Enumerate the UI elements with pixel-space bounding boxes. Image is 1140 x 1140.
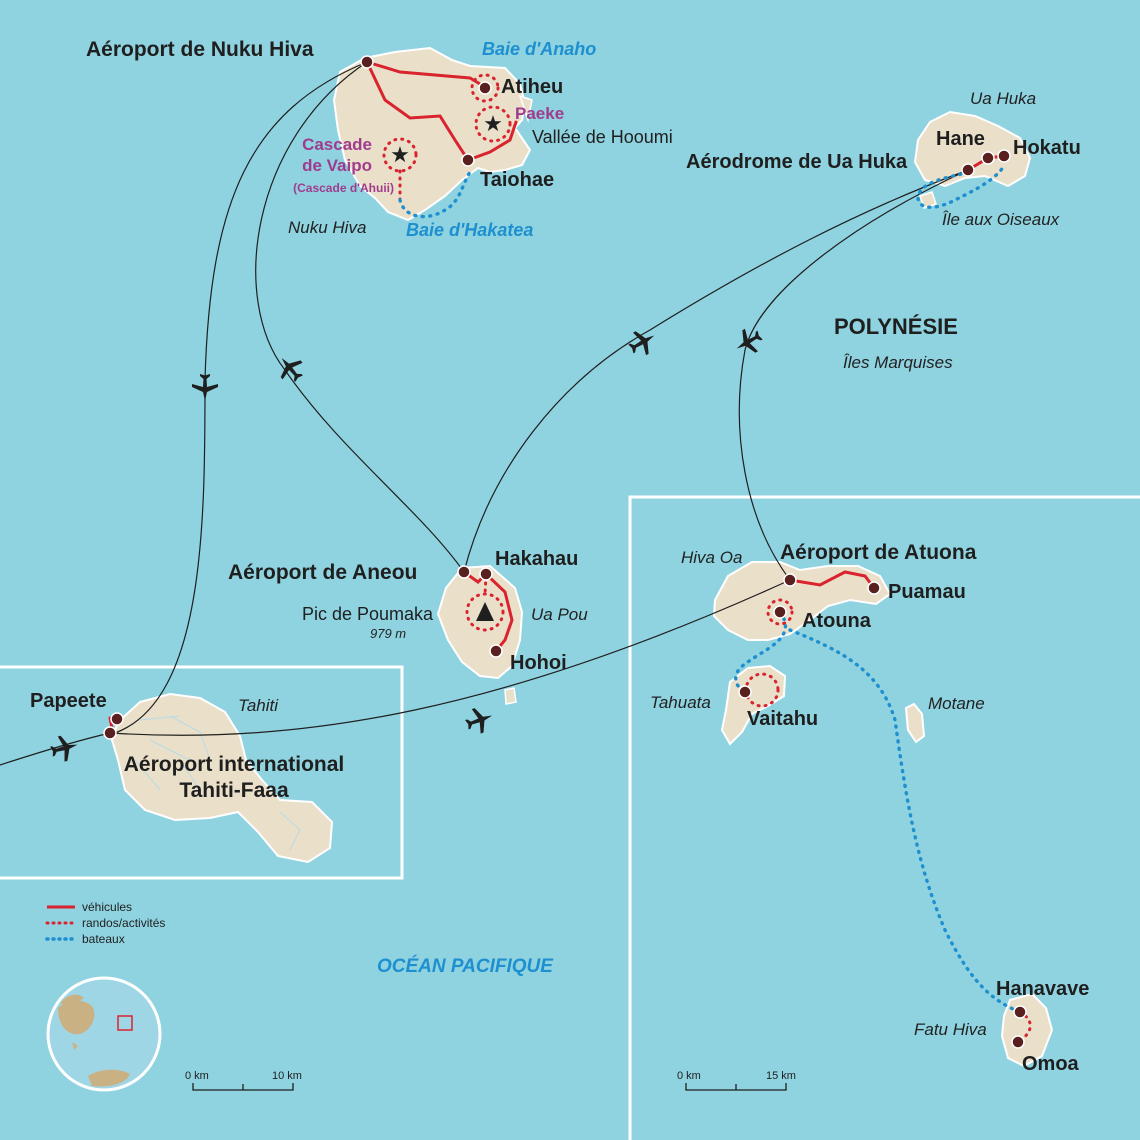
marker-puamau <box>867 581 881 595</box>
scale-right-end: 15 km <box>766 1070 796 1082</box>
label-hokatu: Hokatu <box>1013 137 1081 159</box>
label-hiva-oa: Hiva Oa <box>681 548 742 567</box>
marker-hohoi <box>489 644 503 658</box>
label-omoa: Omoa <box>1022 1053 1080 1075</box>
label-vaitahu: Vaitahu <box>747 708 818 730</box>
ua-huka-island <box>913 110 1032 209</box>
tahiti-inset-frame <box>0 665 404 880</box>
label-ocean: OCÉAN PACIFIQUE <box>377 955 554 977</box>
label-puamau: Puamau <box>888 581 966 603</box>
label-ua-huka-airport: Aérodrome de Ua Huka <box>686 151 908 173</box>
label-atiheu: Atiheu <box>501 76 563 98</box>
label-hakatea-bay: Baie d'Hakatea <box>406 220 533 240</box>
label-anaho-bay: Baie d'Anaho <box>482 39 596 59</box>
label-cascade-note: (Cascade d'Ahuii) <box>293 181 394 195</box>
label-fatu-hiva: Fatu Hiva <box>914 1020 987 1039</box>
scale-right-zero: 0 km <box>677 1070 701 1082</box>
label-tahuata: Tahuata <box>650 693 711 712</box>
marker-nuku-airport <box>360 55 374 69</box>
scale-left-end: 10 km <box>272 1070 302 1082</box>
label-atuona-airport: Aéroport de Atuona <box>780 541 977 564</box>
label-motane: Motane <box>928 694 985 713</box>
southern-marquesas-inset-frame <box>628 495 1140 1140</box>
label-ua-pou: Ua Pou <box>531 605 588 624</box>
label-ua-huka: Ua Huka <box>970 89 1036 108</box>
label-nuku-airport: Aéroport de Nuku Hiva <box>86 38 314 61</box>
label-hohoi: Hohoi <box>510 652 567 674</box>
label-poumaka: Pic de Poumaka <box>302 604 434 624</box>
label-hooumi: Vallée de Hooumi <box>532 127 673 147</box>
marker-vaitahu <box>738 685 752 699</box>
label-aneou-airport: Aéroport de Aneou <box>228 561 417 584</box>
label-hane: Hane <box>936 128 985 150</box>
marker-atiheu <box>478 81 492 95</box>
legend-hikes: randos/activités <box>82 916 165 930</box>
label-region-subtitle: Îles Marquises <box>843 353 953 372</box>
label-poumaka-altitude: 979 m <box>370 626 406 641</box>
legend-boats: bateaux <box>82 932 125 946</box>
label-papeete: Papeete <box>30 690 107 712</box>
label-ile-oiseaux: Île aux Oiseaux <box>942 210 1060 229</box>
scale-left-zero: 0 km <box>185 1070 209 1082</box>
map-legend: véhicules randos/activités bateaux <box>45 900 165 946</box>
tahiti-island <box>110 692 334 864</box>
mountain-peak-icon <box>476 602 494 621</box>
map-markers: ★ ★ <box>103 55 1027 1049</box>
marker-taiohae <box>461 153 475 167</box>
marker-hakahau <box>479 567 493 581</box>
label-paeke: Paeke <box>515 104 564 123</box>
marker-omoa <box>1011 1035 1025 1049</box>
marker-atouna <box>773 605 787 619</box>
label-tahiti: Tahiti <box>238 696 279 715</box>
label-region-title: POLYNÉSIE <box>834 314 958 339</box>
label-atouna: Atouna <box>802 610 872 632</box>
label-cascade-line1: Cascade <box>302 135 372 154</box>
label-taiohae: Taiohae <box>480 169 554 191</box>
scale-bar-right: 0 km 15 km <box>677 1070 796 1091</box>
star-icon: ★ <box>390 143 410 168</box>
label-hanavave: Hanavave <box>996 978 1089 1000</box>
marker-papeete <box>110 712 124 726</box>
label-tahiti-airport-line1: Aéroport international <box>124 753 345 776</box>
locator-globe <box>46 976 162 1092</box>
marker-ua-huka-airport <box>961 163 975 177</box>
label-hakahau: Hakahau <box>495 548 578 570</box>
marker-tahiti-airport <box>103 726 117 740</box>
boat-routes <box>398 164 1022 1014</box>
label-tahiti-airport-line2: Tahiti-Faaa <box>179 779 289 802</box>
label-cascade-line2: de Vaipo <box>302 156 372 175</box>
marker-aneou-airport <box>457 565 471 579</box>
locator-highlight-box <box>117 1015 133 1031</box>
label-nuku-hiva: Nuku Hiva <box>288 218 366 237</box>
legend-vehicles: véhicules <box>82 900 132 914</box>
marker-hane <box>981 151 995 165</box>
marker-atuona-airport <box>783 573 797 587</box>
hiva-oa-island <box>712 561 892 641</box>
scale-bar-left: 0 km 10 km <box>185 1070 302 1091</box>
motane-island <box>904 702 926 744</box>
star-icon: ★ <box>483 112 503 137</box>
marker-hokatu <box>997 149 1011 163</box>
marker-hanavave <box>1013 1005 1027 1019</box>
